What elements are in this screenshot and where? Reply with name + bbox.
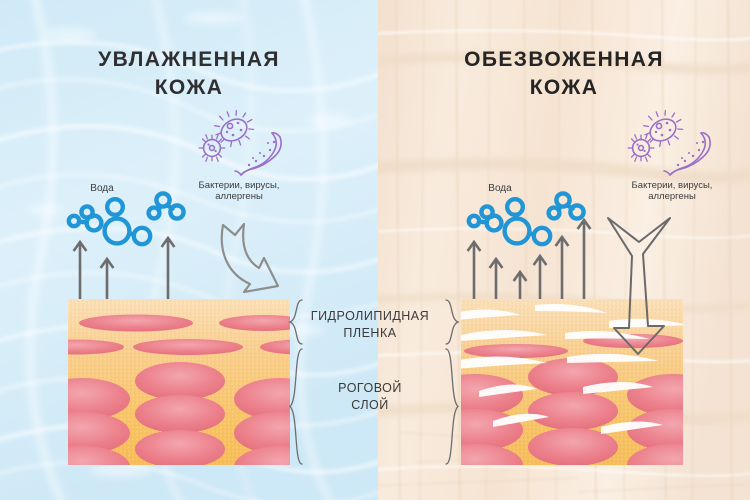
water-molecule-icon-left xyxy=(66,191,186,247)
evaporation-arrow-icon xyxy=(532,253,548,307)
water-caption-right: Вода xyxy=(488,183,512,194)
left-panel-title: УВЛАЖНЕННАЯ КОЖА xyxy=(98,48,280,99)
layer-label-hydrolipid-film: ГИДРОЛИПИДНАЯ ПЛЕНКА xyxy=(310,309,430,340)
penetrating-arrow-icon xyxy=(607,217,671,355)
evaporation-arrows-right xyxy=(466,217,592,307)
corneocyte-flat xyxy=(68,314,290,355)
evaporation-arrow-icon xyxy=(576,217,592,307)
germs-caption-right: Бактерии, вирусы, аллергены xyxy=(631,180,713,203)
evaporation-arrow-icon xyxy=(466,239,482,307)
evaporation-arrow-icon xyxy=(99,256,115,305)
deflected-arrow-icon xyxy=(220,222,280,294)
skin-cross-section-left xyxy=(68,299,290,465)
water-molecule-icon-right xyxy=(466,191,586,247)
water-caption-left: Вода xyxy=(90,183,114,194)
evaporation-arrow-icon xyxy=(160,235,176,305)
curly-brace-film-left xyxy=(288,299,303,345)
layer-label-stratum-corneum: РОГОВОЙ СЛОЙ xyxy=(338,381,402,412)
dehydration-crack xyxy=(461,304,683,434)
skin-cross-section-right xyxy=(461,299,683,465)
right-panel-title: ОБЕЗВОЖЕННАЯ КОЖА xyxy=(464,48,664,99)
microbe-icon-right xyxy=(627,109,711,176)
evaporation-arrow-icon xyxy=(72,239,88,305)
germs-caption-left: Бактерии, вирусы, аллергены xyxy=(198,180,280,203)
curly-brace-stratum-right xyxy=(445,348,460,465)
microbe-icon-left xyxy=(198,109,282,176)
curly-brace-film-right xyxy=(445,299,460,345)
curly-brace-stratum-left xyxy=(288,348,303,465)
evaporation-arrow-icon xyxy=(554,234,570,307)
evaporation-arrows-left xyxy=(72,235,176,305)
corneocyte-plump xyxy=(68,362,290,465)
